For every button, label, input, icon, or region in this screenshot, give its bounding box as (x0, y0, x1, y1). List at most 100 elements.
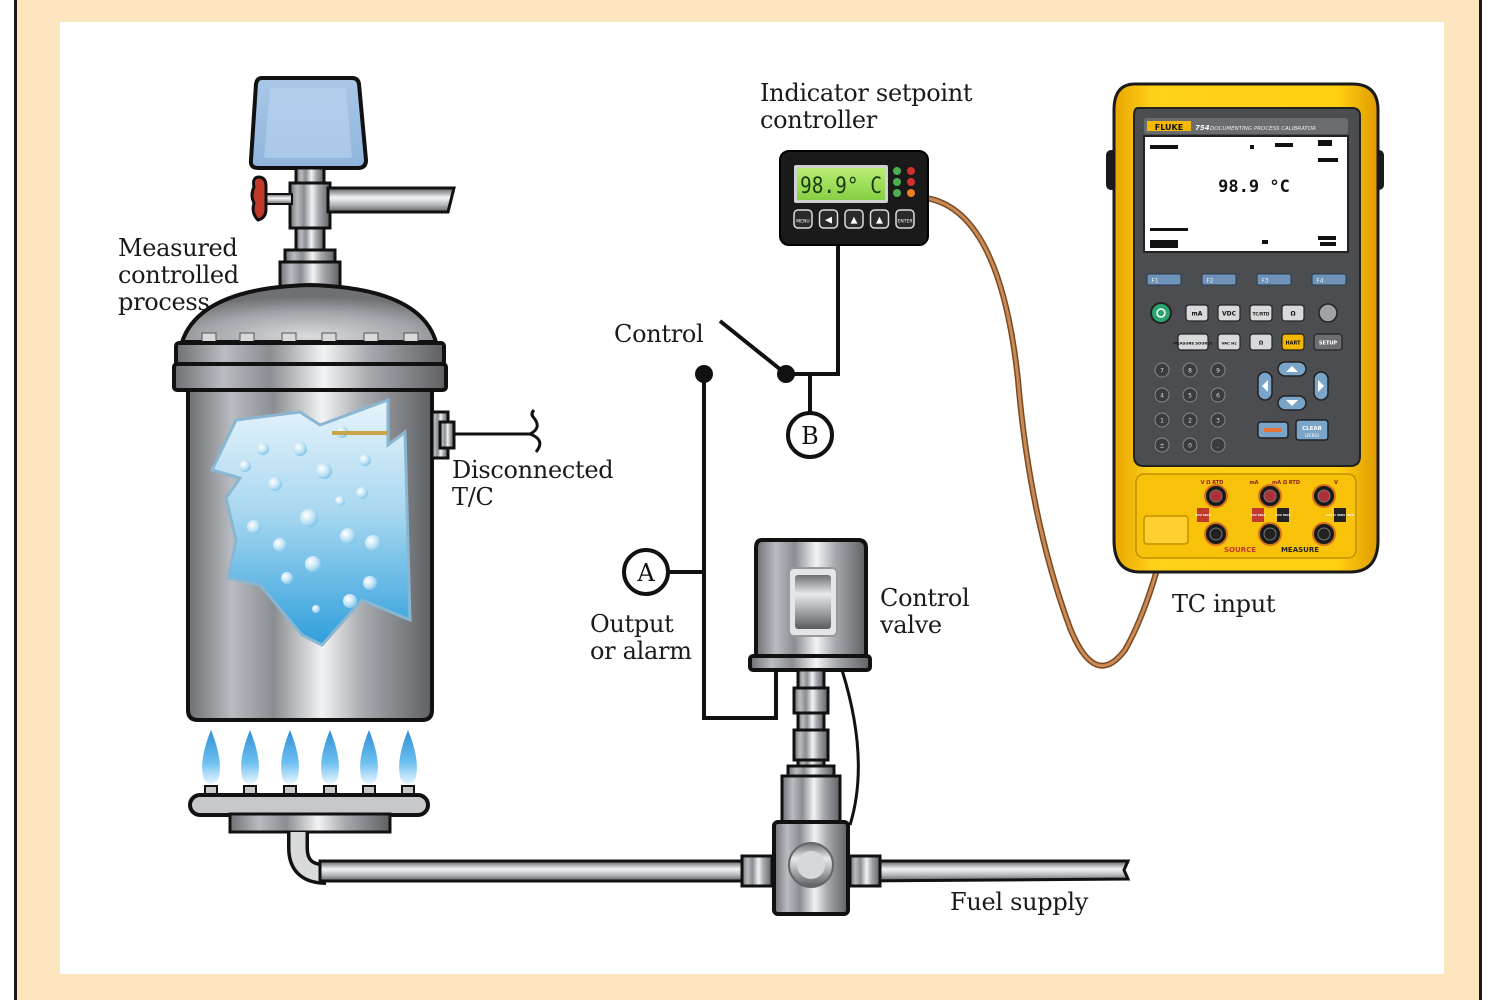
function-key-label: F4 (1316, 278, 1323, 285)
keypad-key[interactable] (1210, 387, 1226, 403)
label-indicator-setpoint-controller: Indicator setpoint controller (760, 79, 973, 134)
rating-label: 30V MAX (1275, 513, 1291, 517)
controller-button[interactable] (818, 209, 839, 229)
test-point-a: A (622, 548, 670, 596)
output-wire (702, 374, 778, 720)
keypad-key[interactable] (1154, 387, 1170, 403)
indicator-setpoint-controller: 98.9° C MENU ◀ ▲ ▲ ENTER (779, 150, 929, 246)
controller-button[interactable] (844, 209, 864, 229)
keypad-key-label: 1 (1160, 418, 1164, 425)
function-key[interactable] (1313, 333, 1343, 351)
function-key[interactable] (1217, 333, 1241, 351)
jack-label: mA Ω RTD (1272, 480, 1300, 486)
controller-button-label: ▲ (851, 216, 858, 226)
signal-wiring (668, 244, 840, 720)
test-point-a-label: A (636, 559, 655, 587)
keypad-key-label: ± (1159, 443, 1164, 450)
mode-key[interactable] (1185, 304, 1209, 322)
controller-button-label: ◀ (825, 216, 832, 226)
keypad-key[interactable] (1154, 437, 1170, 453)
clear-key-label: CLEAR (1302, 426, 1323, 432)
status-led (907, 189, 915, 197)
red-handwheel (250, 175, 268, 222)
jack-label: V Ω RTD (1201, 480, 1224, 486)
status-led (907, 178, 915, 186)
source-label: SOURCE (1224, 546, 1256, 554)
status-led (907, 167, 915, 175)
controller-button[interactable] (895, 209, 915, 229)
keypad-key[interactable] (1210, 437, 1226, 453)
keypad-key[interactable] (1182, 437, 1198, 453)
tc-input-port (1143, 515, 1189, 545)
function-key-label: F3 (1261, 278, 1268, 285)
keypad-key[interactable] (1182, 387, 1198, 403)
controller-button-label: MENU (796, 219, 809, 225)
label-measured-controlled-process: Measured controlled process (118, 234, 239, 316)
test-point-b: B (786, 411, 834, 459)
clear-key-sublabel: (ZERO) (1305, 433, 1320, 438)
function-key-label: VAC Hz (1221, 341, 1237, 346)
backlight-button (1318, 303, 1338, 323)
controller-button[interactable] (793, 209, 813, 229)
label-tc-input: TC input (1172, 590, 1276, 618)
mode-key-label: mA (1192, 311, 1203, 318)
fluke-model: 754 (1195, 124, 1210, 132)
function-key[interactable] (1249, 333, 1273, 351)
fluke-model-desc: DOCUMENTING PROCESS CALIBRATOR (1210, 126, 1316, 132)
keypad-key-label: . (1217, 443, 1219, 450)
controller-reading: 98.9° C (800, 174, 882, 199)
function-key[interactable] (1146, 273, 1182, 286)
controller-button-label: ENTER (898, 219, 913, 225)
label-control-valve: Control valve (880, 584, 970, 639)
status-led (893, 167, 901, 175)
measure-label: MEASURE (1281, 546, 1319, 554)
status-led (893, 189, 901, 197)
function-key[interactable] (1281, 333, 1305, 351)
keypad-key[interactable] (1154, 362, 1170, 378)
keypad-key-label: 9 (1216, 368, 1220, 375)
keypad-key[interactable] (1210, 412, 1226, 428)
controller-buttons: MENU ◀ ▲ ▲ ENTER (793, 209, 915, 229)
tank-dome (179, 282, 439, 344)
process-tank (172, 76, 542, 722)
controller-lcd (797, 168, 885, 200)
mode-key[interactable] (1249, 304, 1273, 322)
control-valve (740, 538, 882, 916)
control-switch-arm (718, 319, 788, 376)
keypad-key[interactable] (1154, 412, 1170, 428)
controller-button[interactable] (869, 209, 890, 229)
jack-label: mA (1249, 480, 1258, 486)
function-key[interactable] (1201, 273, 1237, 286)
label-output-or-alarm: Output or alarm (590, 610, 692, 665)
output-terminal (695, 365, 713, 383)
function-key-label: SETUP (1319, 341, 1337, 347)
mode-key-label: Ω (1290, 311, 1295, 318)
clear-key (1295, 419, 1329, 441)
keypad-key-label: 8 (1188, 368, 1192, 375)
function-key-label: F1 (1151, 278, 1158, 285)
function-key[interactable] (1177, 333, 1209, 351)
keypad-key[interactable] (1210, 362, 1226, 378)
controller-button-label: ▲ (876, 216, 883, 226)
calibrator-reading: 98.9 °C (1218, 177, 1290, 197)
keypad-key[interactable] (1182, 412, 1198, 428)
calibrator-screen (1143, 135, 1349, 253)
burner-manifold (188, 793, 430, 817)
function-key[interactable] (1256, 273, 1292, 286)
valve-signal-tube (840, 669, 860, 826)
function-key[interactable] (1311, 273, 1347, 286)
mode-key[interactable] (1217, 304, 1241, 322)
label-disconnected-tc: Disconnected T/C (452, 456, 614, 511)
power-button (1150, 302, 1172, 324)
switch-pivot (777, 365, 795, 383)
controller-wire (786, 244, 840, 376)
mode-key[interactable] (1281, 304, 1305, 322)
function-key-label: HART (1285, 341, 1301, 347)
status-led (893, 178, 901, 186)
rating-label: CAT II 300V MAX (1326, 513, 1355, 517)
keypad-key[interactable] (1182, 362, 1198, 378)
rating-label: 30V MAX (1250, 513, 1266, 517)
